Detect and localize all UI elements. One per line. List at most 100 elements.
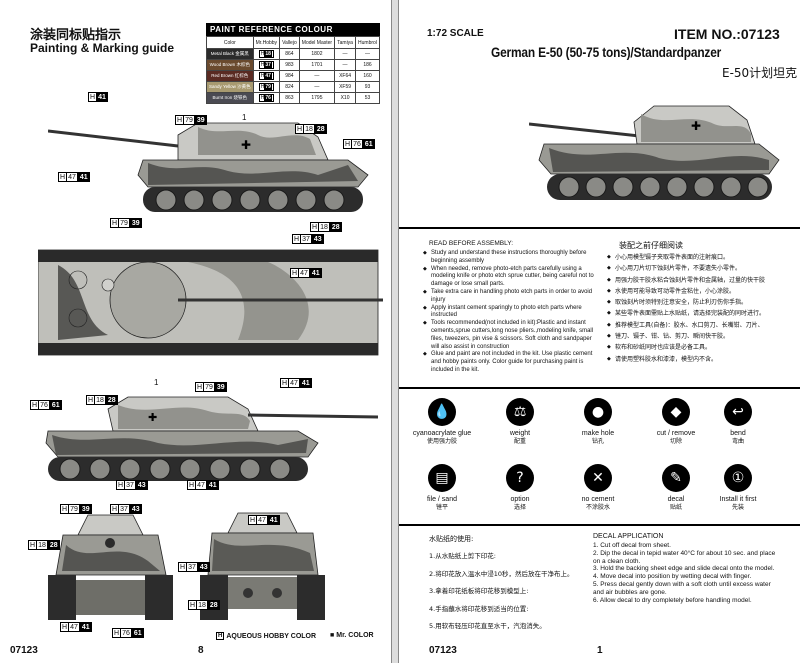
paint-color-name: Burnt Iron 烧铁色 (206, 92, 254, 104)
decal-step-en: 4. Move decal into position by wetting d… (593, 573, 752, 581)
tank-front-view (48, 514, 173, 620)
code-mark: 41 (206, 480, 219, 490)
paint-chip-letter: H (260, 73, 265, 79)
paint-humbrol: 186 (354, 59, 381, 71)
paint-chip-number: 18 (264, 51, 272, 57)
code-num: 37 (300, 234, 312, 244)
read-before-item-cn: 某些零件表面需贴上水贴纸，请选择完装配的同时进行。 (607, 308, 787, 320)
paint-mrhobby-code: H37 (252, 59, 281, 71)
code-letter: H (86, 395, 95, 405)
weight-icon: ⚖ (506, 398, 534, 426)
code-letter: H (310, 222, 319, 232)
left-page-painting-guide: 涂装同标贴指示 Painting & Marking guide PAINT R… (0, 0, 392, 663)
tank-side-view-right: ✚ (48, 122, 369, 212)
code-num: 79 (183, 115, 195, 125)
read-before-item-en: When needed, remove photo-etch parts car… (423, 266, 595, 289)
symbol-label-cn: 使用强力胶 (426, 438, 457, 445)
right-page-instructions: 1:72 SCALE ITEM NO.:07123 German E-50 (5… (398, 0, 800, 663)
item-number: ITEM NO.:07123 (674, 26, 780, 42)
symbol-glyph: ✎ (670, 470, 682, 486)
decal-step-en: 6. Allow decal to dry completely before … (593, 596, 752, 604)
code-letter: H (30, 400, 39, 410)
paint-header-humbrol: Humbrol (354, 36, 381, 49)
paint-humbrol: 160 (354, 70, 381, 82)
paint-chip-number: 37 (264, 62, 272, 68)
paint-chip-letter: H (260, 51, 265, 57)
symbol-glyph: ◆ (670, 404, 682, 420)
footer-page-number-left: 8 (198, 645, 204, 656)
road-wheel (155, 189, 177, 211)
paint-model-master: 1701 (298, 59, 336, 71)
symbol-glyph: ? (516, 470, 524, 486)
code-mark: 39 (194, 115, 207, 125)
install-it-first-icon: ① (724, 464, 752, 492)
decal-step-cn: 4.手指蘸水将印花移到适当的位置: (429, 604, 529, 613)
code-num: 18 (318, 222, 330, 232)
symbol-label-cn: 不涂胶水 (585, 504, 610, 511)
tank-box-art-side: ✚ (529, 105, 780, 200)
paint-chip: H47 (258, 72, 274, 80)
track-right (297, 575, 325, 620)
cyanoacrylate-glue-icon: 💧 (428, 398, 456, 426)
code-mark: 39 (214, 382, 227, 392)
hull-camo (148, 163, 358, 185)
paint-chip-number: 76 (264, 95, 272, 101)
code-letter: H (110, 218, 119, 228)
code-letter: H (195, 382, 204, 392)
paint-tamiya: XF64 (334, 70, 356, 82)
code-num: 37 (124, 480, 136, 490)
product-name-en: German E-50 (50-75 tons)/Standardpanzer (491, 44, 722, 60)
painting-guide-title-cn: 涂装同标贴指示 (30, 28, 122, 43)
track-top (38, 250, 378, 262)
tank-rear-view (200, 512, 325, 620)
decal-step-cn: 2.将印花放入温水中浸10秒，然后放在干净布上。 (429, 569, 574, 578)
code-num: 79 (203, 382, 215, 392)
symbol-glyph: ✕ (592, 470, 604, 486)
code-mark: 39 (79, 504, 92, 514)
road-wheel (558, 176, 580, 198)
balkenkreuz-mark: ✚ (148, 412, 157, 424)
paint-vallejo: 863 (279, 92, 300, 104)
code-mark: 28 (207, 600, 220, 610)
symbol-label-en: make hole (581, 430, 615, 437)
code-letter: H (60, 504, 69, 514)
paint-header-color: Color (206, 36, 254, 49)
decal-steps-cn: 1.从水贴纸上剪下印花:2.将印花放入温水中浸10秒，然后放在干净布上。3.拿着… (429, 548, 573, 636)
exhaust-right (272, 588, 282, 598)
marker-1-side1: 1 (242, 113, 247, 122)
paint-vallejo: 983 (279, 59, 300, 71)
code-mark: 41 (77, 172, 90, 182)
legend-mrcolor: ■ Mr. COLOR (330, 632, 374, 639)
code-letter: H (88, 92, 97, 102)
code-letter: H (110, 504, 119, 514)
code-mark: 43 (311, 234, 324, 244)
paint-vallejo: 864 (279, 48, 300, 60)
paint-header-modelmaster: Model Master (298, 36, 336, 49)
legend-aqueous-text: AQUEOUS HOBBY COLOR (226, 632, 317, 640)
footer-item-code-left: 07123 (10, 645, 38, 656)
code-letter: H (343, 139, 352, 149)
decal-step-en: 3. Hold the backing sheet edge and slide… (593, 565, 775, 573)
code-num: 47 (298, 268, 310, 278)
symbol-glyph: ● (591, 404, 605, 420)
hull-camo (62, 545, 160, 571)
code-mark: 61 (362, 139, 375, 149)
hull-camo (549, 148, 769, 172)
divider-top (399, 227, 800, 229)
code-mark: 28 (314, 124, 327, 134)
paint-chip-letter: H (260, 62, 265, 68)
code-mark: 39 (129, 218, 142, 228)
read-before-list-en: Study and understand these instructions … (423, 250, 595, 375)
